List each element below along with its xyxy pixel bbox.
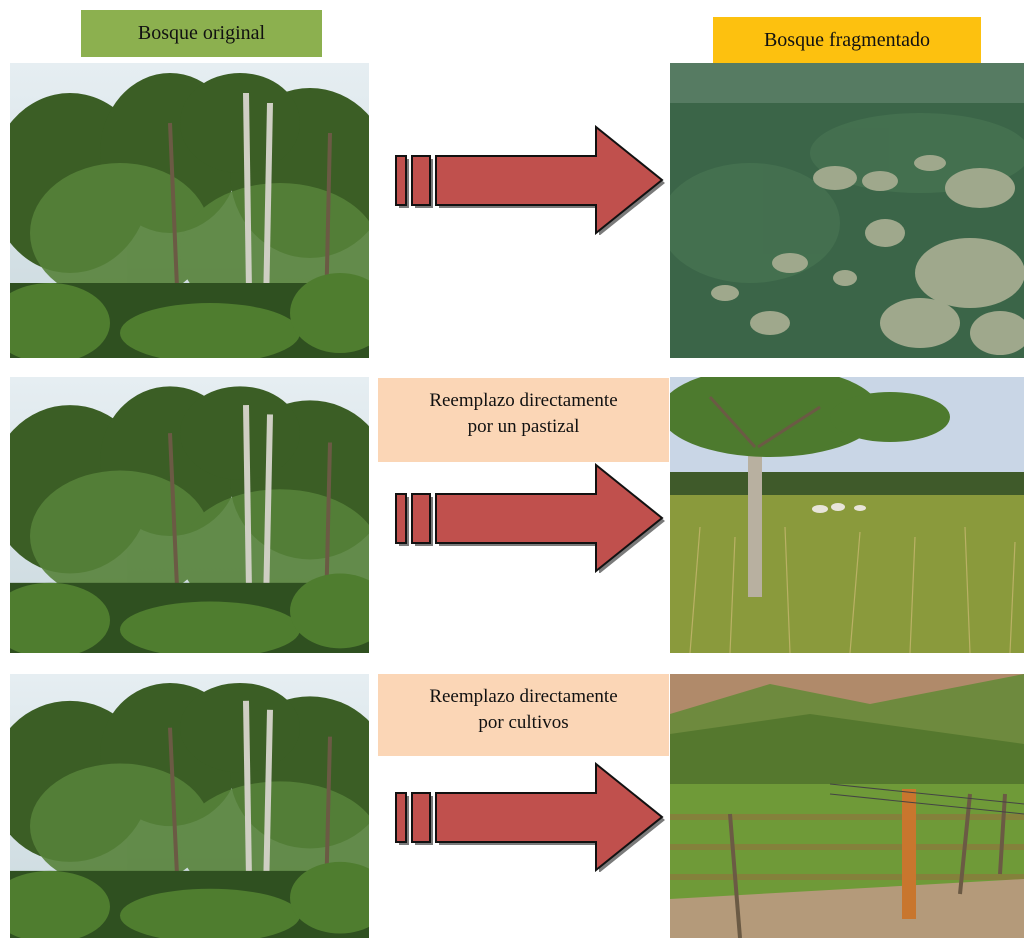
original-forest-image — [10, 674, 369, 938]
header-bosque-fragmentado: Bosque fragmentado — [713, 17, 981, 63]
pasture-image — [670, 377, 1024, 653]
fragmented-forest-aerial-image — [670, 63, 1024, 358]
label-line: por un pastizal — [467, 416, 580, 437]
label-cultivos: Reemplazo directamente por cultivos — [378, 674, 669, 756]
original-forest-image — [10, 63, 369, 358]
header-bosque-original: Bosque original — [81, 10, 322, 57]
label-pastizal: Reemplazo directamente por un pastizal — [378, 378, 669, 462]
original-forest-image — [10, 377, 369, 653]
label-line: Reemplazo directamente — [429, 686, 618, 707]
right-arrow-icon — [395, 125, 665, 235]
label-line: por cultivos — [478, 712, 569, 733]
label-line: Reemplazo directamente — [429, 390, 618, 411]
right-arrow-icon — [395, 463, 665, 573]
right-arrow-icon — [395, 762, 665, 872]
crops-image — [670, 674, 1024, 938]
